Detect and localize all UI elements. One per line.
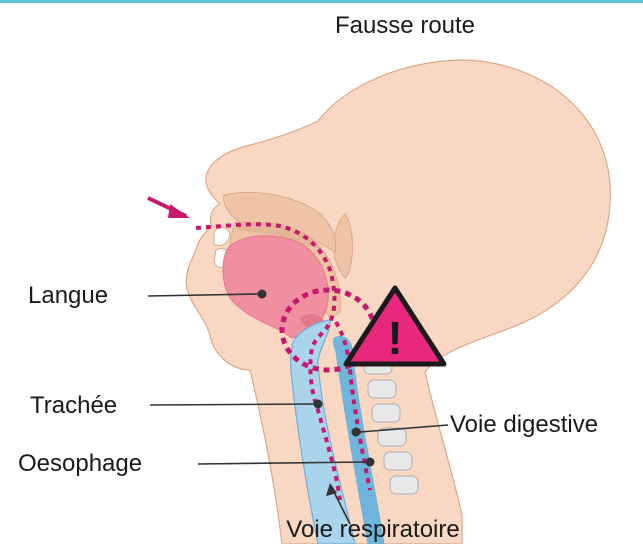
esophagus-point	[366, 458, 375, 467]
label-esophagus: Oesophage	[18, 450, 142, 477]
vertebra	[384, 452, 412, 470]
tongue-point	[258, 290, 267, 299]
label-airway: Voie respiratoire	[286, 516, 459, 543]
label-digestive-tract: Voie digestive	[450, 411, 598, 438]
vertebra	[372, 404, 400, 422]
top-rule	[0, 0, 643, 3]
diagram-title: Fausse route	[335, 12, 475, 39]
food-entry-arrow-icon	[148, 198, 190, 218]
label-tongue: Langue	[28, 282, 108, 309]
digestive-point	[352, 428, 361, 437]
label-trachea: Trachée	[30, 392, 117, 419]
trachea-point	[314, 400, 323, 409]
vertebra	[390, 476, 418, 494]
warning-glyph: !	[387, 312, 402, 364]
trachea-leader	[150, 404, 316, 405]
vertebra	[368, 380, 396, 398]
